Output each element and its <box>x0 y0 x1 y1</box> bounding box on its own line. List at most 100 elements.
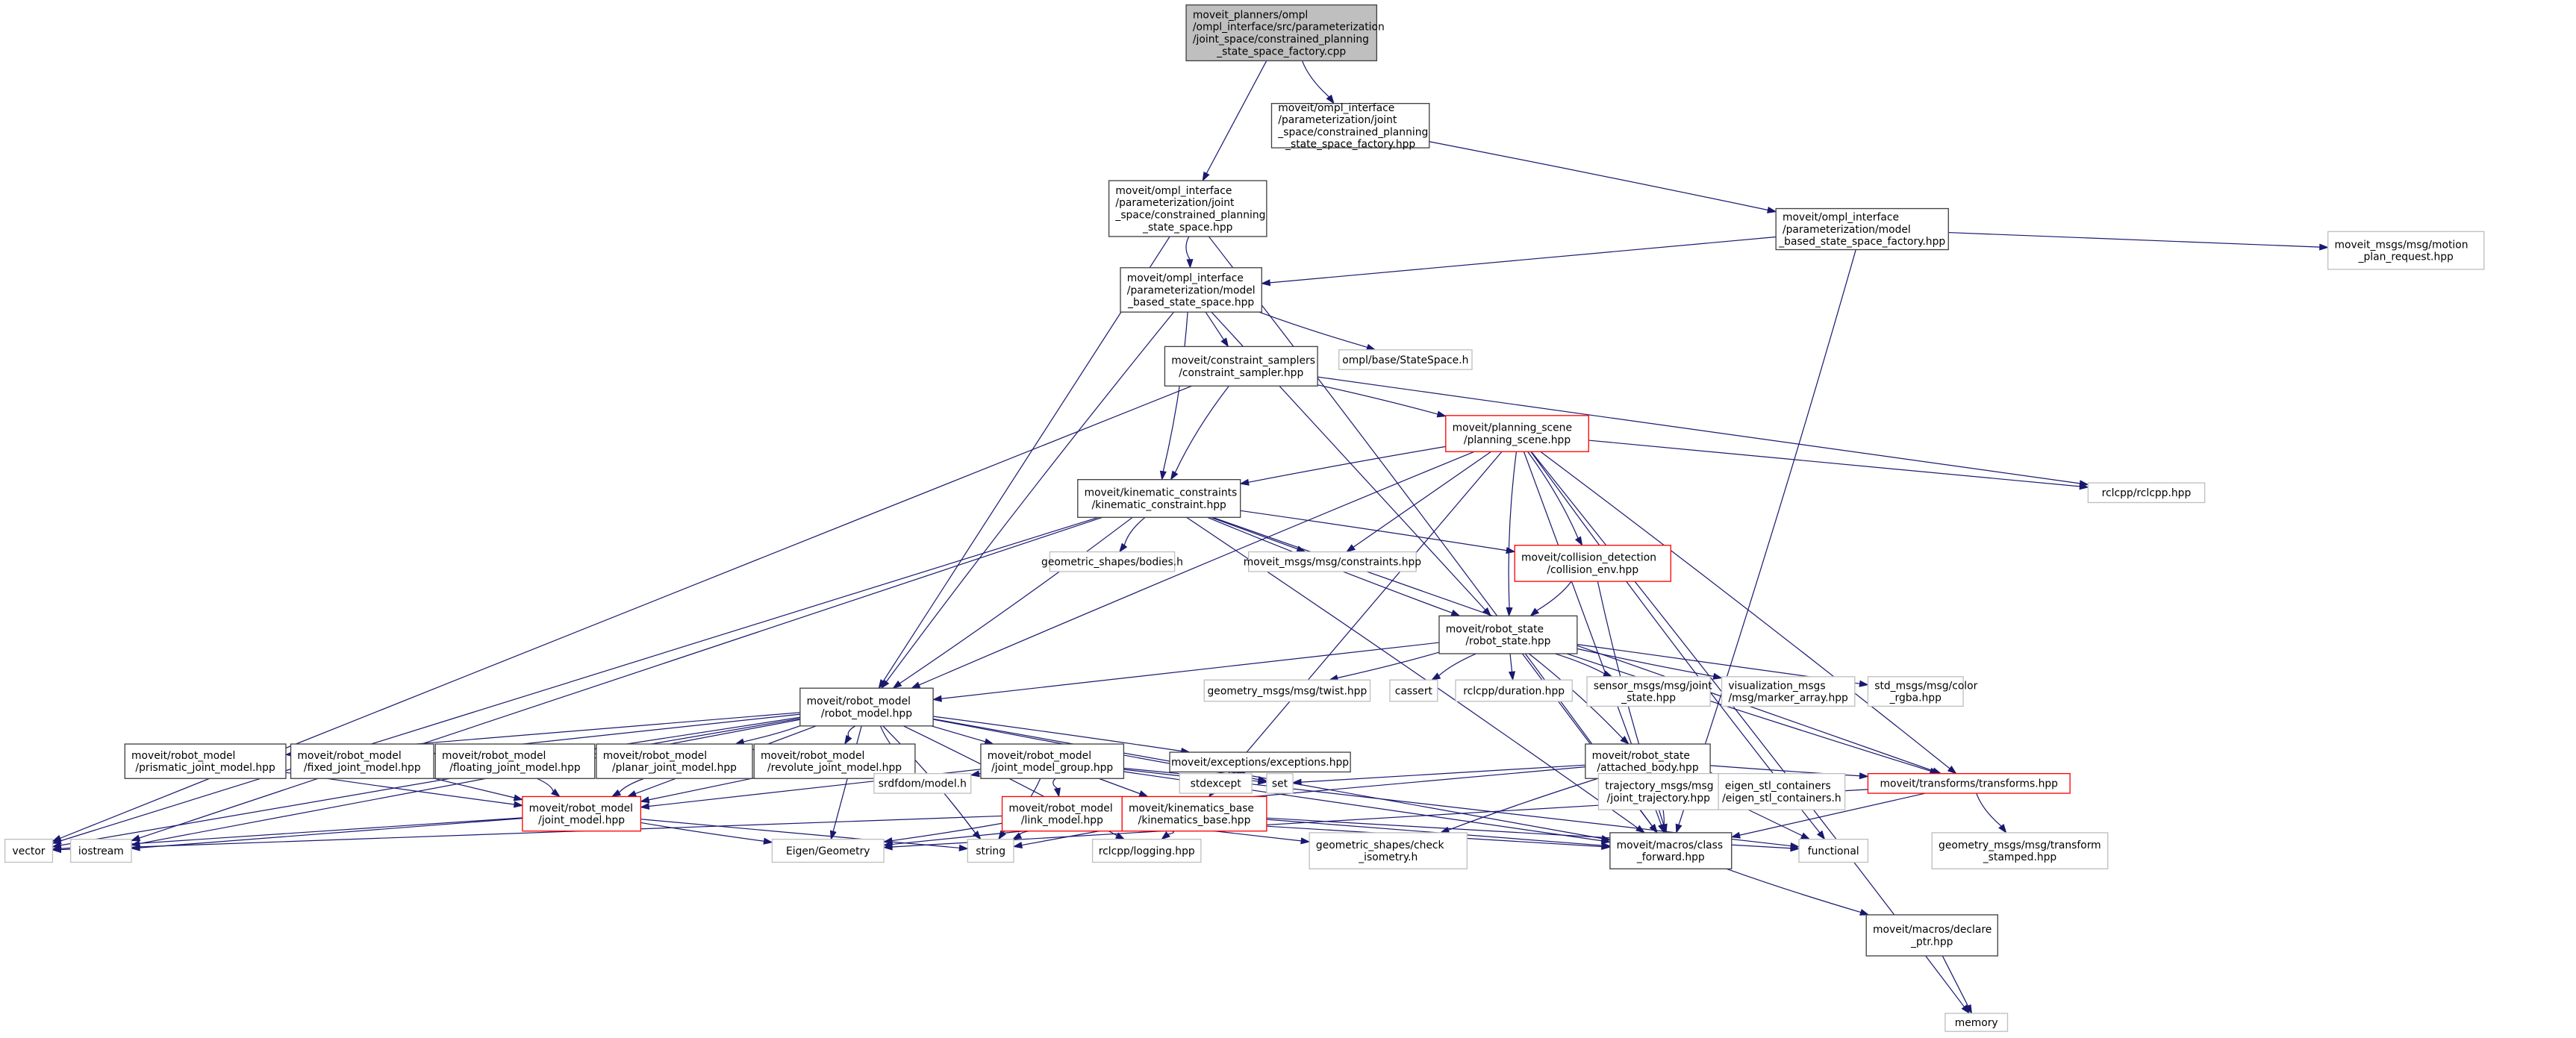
edge-line <box>1509 653 1513 672</box>
node-eigen[interactable]: Eigen/Geometry <box>771 839 885 863</box>
node-traj[interactable]: trajectory_msgs/msg/joint_trajectory.hpp <box>1597 772 1719 810</box>
arrowhead-icon <box>1506 607 1513 617</box>
arrowhead-icon <box>1258 778 1268 785</box>
node-label-line: vector <box>13 845 46 857</box>
node-string[interactable]: string <box>967 839 1014 863</box>
node-iostream[interactable]: iostream <box>69 839 132 863</box>
node-label-line: stdexcept <box>1191 778 1242 790</box>
edge-main-to-cssf <box>1301 60 1335 104</box>
arrowhead-icon <box>2319 243 2329 251</box>
node-label-line: /kinematics_base.hpp <box>1138 815 1251 827</box>
edge-line <box>1206 60 1267 174</box>
node-box <box>596 743 753 779</box>
node-jm[interactable]: moveit/robot_model/joint_model.hpp <box>522 795 642 832</box>
arrowhead-icon <box>1138 790 1149 797</box>
arrowhead-icon <box>1965 1004 1973 1015</box>
node-jointstate[interactable]: sensor_msgs/msg/joint_state.hpp <box>1586 676 1712 707</box>
node-label-line: _rgba.hpp <box>1889 692 1942 704</box>
node-box <box>1389 679 1438 702</box>
node-label-line: /parameterization/joint <box>1115 197 1235 209</box>
node-mbssf[interactable]: moveit/ompl_interface/parameterization/m… <box>1775 207 1949 251</box>
node-exc[interactable]: moveit/exceptions/exceptions.hpp <box>1169 751 1351 773</box>
node-label-line: memory <box>1955 1017 1998 1029</box>
node-marker[interactable]: visualization_msgs/msg/marker_array.hpp <box>1721 676 1856 707</box>
node-label-line: /robot_state.hpp <box>1465 636 1550 648</box>
arrowhead-icon <box>640 796 650 804</box>
arrowhead-icon <box>1220 337 1229 348</box>
edge-line <box>1098 778 1141 795</box>
arrowhead-icon <box>1712 672 1723 680</box>
node-dp[interactable]: moveit/macros/declare_ptr.hpp <box>1865 914 1998 957</box>
node-ab[interactable]: moveit/robot_state/attached_body.hpp <box>1585 743 1711 779</box>
node-prism[interactable]: moveit/robot_model/prismatic_joint_model… <box>124 743 287 779</box>
node-memory[interactable]: memory <box>1945 1013 2009 1032</box>
node-bodies[interactable]: geometric_shapes/bodies.h <box>1041 551 1183 572</box>
node-revolute[interactable]: moveit/robot_model/revolute_joint_model.… <box>753 743 916 779</box>
node-mpr[interactable]: moveit_msgs/msg/motion_plan_request.hpp <box>2327 231 2485 270</box>
node-stdexcept[interactable]: stdexcept <box>1179 772 1253 794</box>
node-label-line: moveit/ompl_interface <box>1783 212 1899 224</box>
node-rclcpp[interactable]: rclcpp/rclcpp.hpp <box>2087 482 2206 504</box>
node-functional[interactable]: functional <box>1798 839 1869 863</box>
node-planar[interactable]: moveit/robot_model/planar_joint_model.hp… <box>596 743 753 779</box>
node-box <box>771 839 885 863</box>
node-kc[interactable]: moveit/kinematic_constraints/kinematic_c… <box>1077 479 1241 518</box>
node-vector[interactable]: vector <box>4 839 54 863</box>
node-label-line: /link_model.hpp <box>1021 815 1103 827</box>
edge-line <box>60 815 1002 851</box>
node-ps[interactable]: moveit/planning_scene/planning_scene.hpp <box>1445 415 1589 452</box>
node-ce[interactable]: moveit/collision_detection/collision_env… <box>1514 545 1671 582</box>
node-kb[interactable]: moveit/kinematics_base/kinematics_base.h… <box>1121 795 1267 832</box>
arrowhead-icon <box>1450 609 1461 616</box>
node-label-line: moveit/kinematics_base <box>1129 802 1254 814</box>
node-cssf[interactable]: moveit/ompl_interface/parameterization/j… <box>1270 102 1430 151</box>
node-label-line: moveit_msgs/msg/constraints.hpp <box>1244 557 1422 569</box>
node-lm[interactable]: moveit/robot_model/link_model.hpp <box>1001 795 1123 832</box>
node-label-line: geometric_shapes/check <box>1316 840 1444 851</box>
arrowhead-icon <box>1620 735 1630 745</box>
node-box <box>1091 839 1202 863</box>
node-main[interactable]: moveit_planners/ompl/ompl_interface/src/… <box>1185 4 1385 62</box>
node-box <box>1121 795 1267 832</box>
node-box <box>1438 615 1578 654</box>
edge-kc-to-vector <box>52 516 1099 845</box>
node-twist[interactable]: geometry_msgs/msg/twist.hpp <box>1203 679 1371 702</box>
arrowhead-icon <box>1170 470 1179 481</box>
edge-line <box>1438 653 1476 677</box>
node-logging[interactable]: rclcpp/logging.hpp <box>1091 839 1202 863</box>
arrowhead-icon <box>1186 259 1194 269</box>
arrowhead-icon <box>1300 837 1311 845</box>
arrowhead-icon <box>1506 547 1516 554</box>
node-tf[interactable]: moveit/transforms/transforms.hpp <box>1867 772 2071 794</box>
node-label-line: _based_state_space.hpp <box>1127 297 1254 309</box>
node-box <box>1164 346 1318 387</box>
edge-mbss-to-kc <box>1159 312 1188 481</box>
node-jmg[interactable]: moveit/robot_model/joint_model_group.hpp <box>980 743 1125 779</box>
node-rm[interactable]: moveit/robot_model/robot_model.hpp <box>799 687 934 727</box>
node-fixed[interactable]: moveit/robot_model/fixed_joint_model.hpp <box>290 743 434 779</box>
node-eigenstl[interactable]: eigen_stl_containers/eigen_stl_container… <box>1718 772 1846 810</box>
node-duration[interactable]: rclcpp/duration.hpp <box>1455 679 1573 702</box>
node-constraints[interactable]: moveit_msgs/msg/constraints.hpp <box>1244 551 1422 572</box>
node-srdf[interactable]: srdfdom/model.h <box>873 772 972 794</box>
node-label-line: _state_space.hpp <box>1142 222 1233 234</box>
node-cassert[interactable]: cassert <box>1389 679 1438 702</box>
node-rs[interactable]: moveit/robot_state/robot_state.hpp <box>1438 615 1578 654</box>
node-box <box>980 743 1125 779</box>
node-label-line: /planar_joint_model.hpp <box>612 762 737 774</box>
edge-line <box>1527 451 1579 539</box>
edge-mbss-to-rm <box>880 311 1175 690</box>
node-box <box>1120 267 1262 313</box>
node-cs[interactable]: moveit/constraint_samplers/constraint_sa… <box>1164 346 1318 387</box>
node-label-line: moveit/exceptions/exceptions.hpp <box>1171 757 1349 769</box>
node-set[interactable]: set <box>1266 772 1294 794</box>
node-rgba[interactable]: std_msgs/msg/color_rgba.hpp <box>1867 676 1978 707</box>
node-cf[interactable]: moveit/macros/class_forward.hpp <box>1609 832 1733 869</box>
node-css[interactable]: moveit/ompl_interface/parameterization/j… <box>1108 180 1267 237</box>
edge-rs-to-tf <box>1566 653 1940 775</box>
node-omplss[interactable]: ompl/base/StateSpace.h <box>1338 349 1473 370</box>
node-iso[interactable]: geometric_shapes/check_isometry.h <box>1309 832 1468 869</box>
node-tfs[interactable]: geometry_msgs/msg/transform_stamped.hpp <box>1931 832 2109 869</box>
node-mbss[interactable]: moveit/ompl_interface/parameterization/m… <box>1120 267 1262 313</box>
node-floating[interactable]: moveit/robot_model/floating_joint_model.… <box>434 743 596 779</box>
